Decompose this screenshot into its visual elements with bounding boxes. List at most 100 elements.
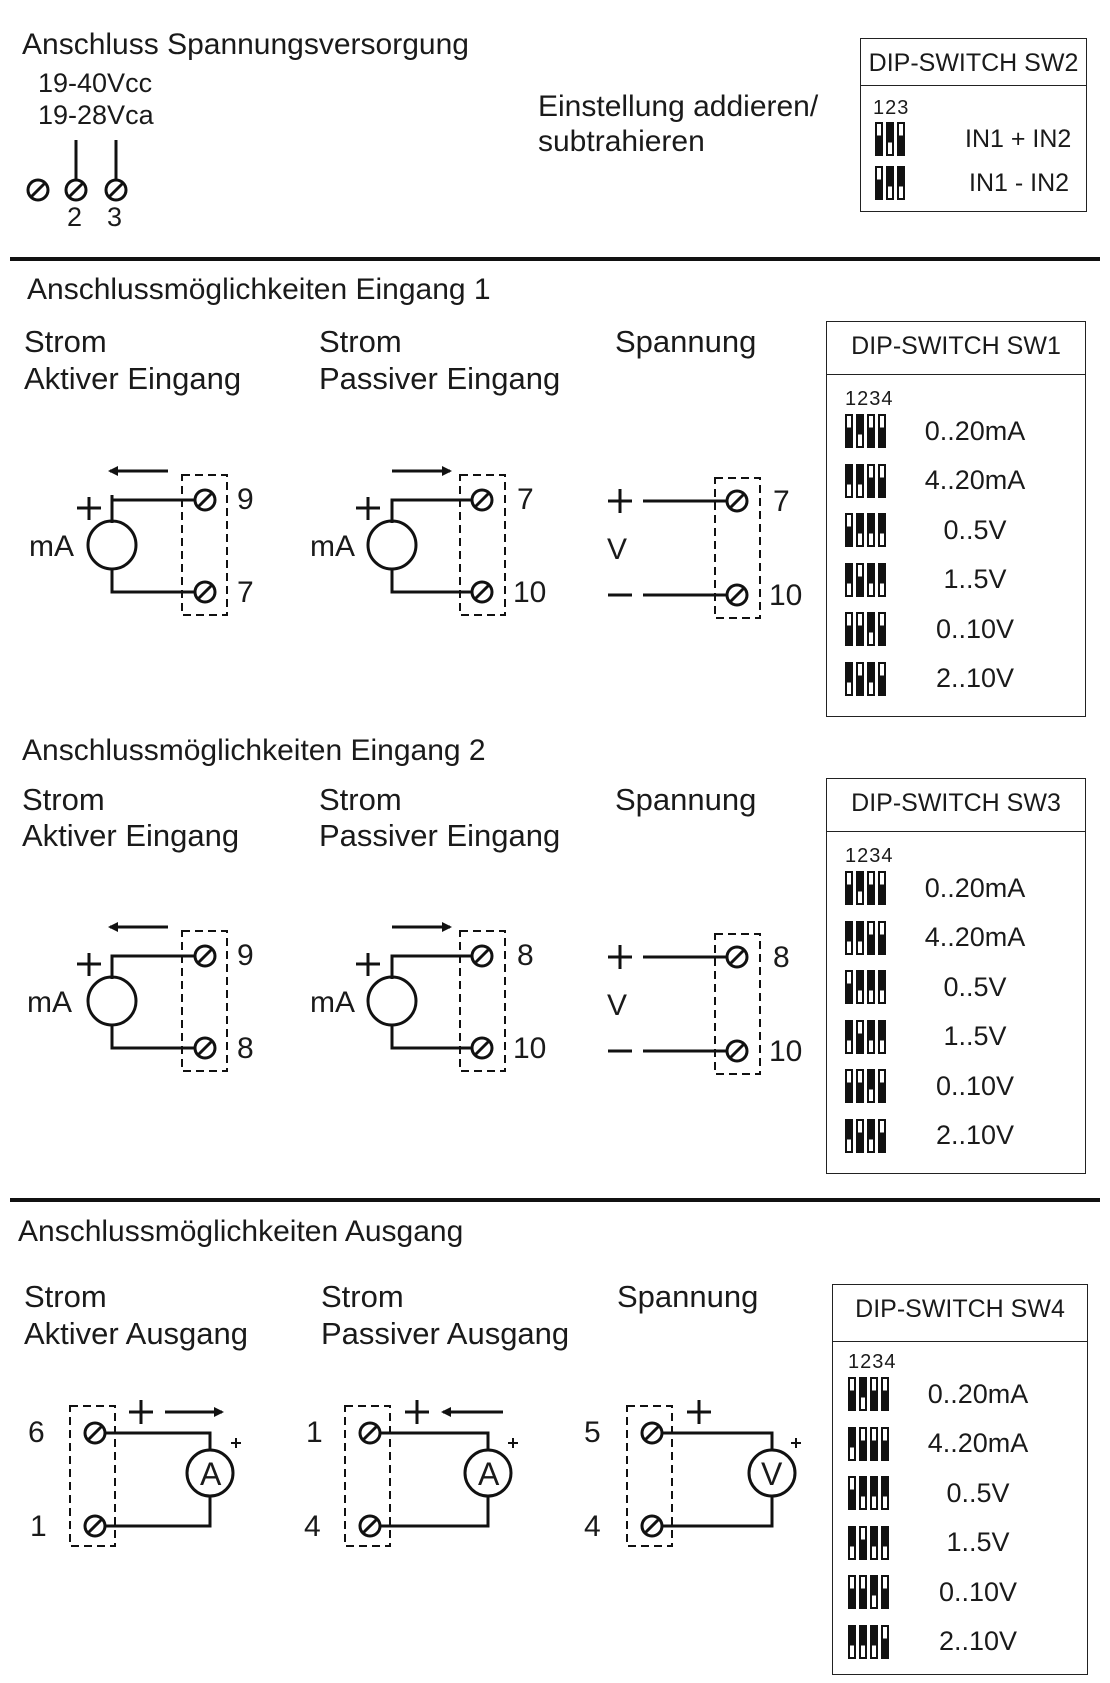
sw1-label-1: 4..20mA (924, 465, 1026, 495)
dip-lever-4 (878, 562, 886, 597)
in1-col3-line1: Spannung (615, 324, 757, 359)
sw3-switch-0 (845, 871, 886, 905)
dip-lever-1 (875, 166, 883, 200)
sw1-row-1: 4..20mA (845, 463, 1040, 498)
dip-lever-1 (848, 1426, 856, 1461)
sw1-label-5: 2..10V (935, 663, 1015, 693)
in2-voltage-terminal-top: 8 (773, 941, 790, 974)
in2-col1-line1: Strom (22, 782, 105, 817)
dip-lever-1 (845, 562, 853, 597)
dip-lever-2 (859, 1575, 867, 1609)
dip-lever-1 (845, 513, 853, 547)
out-col2-line1: Strom (321, 1279, 404, 1314)
sw4-switch-5 (848, 1624, 889, 1659)
dip-lever-1 (845, 1019, 853, 1054)
dip-lever-3 (867, 612, 875, 646)
sw1-title: DIP-SWITCH SW1 (851, 332, 1061, 360)
in1-col1-line1: Strom (24, 324, 107, 359)
sw1-label-3: 1..5V (943, 564, 1007, 594)
dip-lever-4 (881, 1525, 889, 1560)
dip-lever-3 (897, 166, 905, 200)
dip-lever-4 (878, 414, 886, 448)
dip-lever-2 (886, 166, 894, 200)
sw1-switch-numbers: 1234 (845, 388, 894, 410)
in1-col2-line1: Strom (319, 324, 402, 359)
in1-col2-line2: Passiver Eingang (319, 361, 561, 396)
sw4-label-2: 0..5V (946, 1477, 1010, 1508)
dip-lever-3 (867, 970, 875, 1004)
in1-active-meter-label: mA (29, 530, 74, 563)
sw3-switch-3 (845, 1019, 886, 1054)
dip-lever-2 (856, 463, 864, 498)
in1-voltage-circuit (608, 477, 761, 619)
out-active-circuit (69, 1400, 241, 1547)
dip-lever-1 (845, 414, 853, 448)
in2-col3-line1: Spannung (615, 782, 757, 817)
dip-lever-2 (856, 513, 864, 547)
in1-voltage-label: V (607, 533, 628, 566)
dip-lever-4 (881, 1575, 889, 1609)
supply-voltage-dc: 19-40Vcc (38, 68, 153, 98)
in2-voltage-circuit (608, 933, 761, 1075)
dip-lever-2 (856, 1069, 864, 1103)
dip-lever-2 (859, 1624, 867, 1659)
dip-lever-2 (856, 920, 864, 955)
dip-lever-3 (870, 1525, 878, 1560)
sw2-switch-sub (875, 166, 905, 200)
dip-lever-2 (856, 1019, 864, 1054)
dip-lever-1 (848, 1624, 856, 1659)
sw4-row-4: 0..10V (848, 1575, 1043, 1609)
sw3-switch-2 (845, 970, 886, 1004)
sw1-row-5: 2..10V (845, 661, 1040, 696)
sw4-switch-numbers: 1234 (848, 1351, 897, 1373)
sw4-label-1: 4..20mA (927, 1428, 1029, 1458)
out-col1-line1: Strom (24, 1279, 107, 1314)
sw3-label-3: 1..5V (943, 1021, 1007, 1051)
sw4-label-0: 0..20mA (927, 1378, 1029, 1409)
out-col2-line2: Passiver Ausgang (321, 1316, 570, 1351)
sw1-row-3: 1..5V (845, 562, 1040, 597)
dip-lever-3 (867, 1118, 875, 1153)
supply-title: Anschluss Spannungsversorgung (22, 28, 469, 61)
in1-active-circuit (77, 466, 228, 616)
sw4-row-5: 2..10V (848, 1624, 1043, 1659)
sw1-switch-1 (845, 463, 886, 498)
dip-lever-1 (875, 122, 883, 156)
sw4-label-5: 2..10V (938, 1626, 1018, 1656)
in2-passive-circuit (356, 922, 506, 1072)
dip-lever-2 (856, 871, 864, 905)
dip-switch-sw2-box: DIP-SWITCH SW2 123 IN1 + IN2 IN1 - IN2 (860, 38, 1087, 212)
dip-lever-3 (897, 122, 905, 156)
sw3-label-5: 2..10V (935, 1120, 1015, 1150)
out-col1-line2: Aktiver Ausgang (24, 1316, 249, 1351)
sw1-switch-3 (845, 562, 886, 597)
out-active-terminal-top: 6 (28, 1416, 45, 1449)
sw3-row-3: 1..5V (845, 1019, 1040, 1054)
dip-lever-3 (867, 1069, 875, 1103)
dip-lever-3 (867, 871, 875, 905)
in1-passive-meter-label: mA (310, 530, 355, 563)
divider-1 (10, 257, 1100, 261)
dip-lever-3 (867, 414, 875, 448)
sw1-label-2: 0..5V (943, 514, 1007, 545)
in2-active-circuit (77, 922, 228, 1072)
sw2-title: DIP-SWITCH SW2 (868, 49, 1079, 77)
sw4-label-4: 0..10V (938, 1576, 1018, 1607)
dip-lever-4 (881, 1624, 889, 1659)
sw3-title: DIP-SWITCH SW3 (851, 789, 1061, 817)
dip-lever-4 (878, 970, 886, 1004)
in1-voltage-terminal-bottom: 10 (769, 579, 803, 612)
sw4-row-1: 4..20mA (848, 1426, 1043, 1461)
sw4-switch-1 (848, 1426, 889, 1461)
in1-voltage-terminal-top: 7 (773, 485, 790, 518)
sw4-title: DIP-SWITCH SW4 (855, 1295, 1065, 1323)
in2-passive-terminal-bottom: 10 (513, 1032, 547, 1065)
in2-active-terminal-bottom: 8 (237, 1032, 254, 1065)
dip-lever-3 (870, 1575, 878, 1609)
sw1-row-2: 0..5V (845, 513, 1040, 547)
in2-col2-line1: Strom (319, 782, 402, 817)
sw3-switch-1 (845, 920, 886, 955)
out-voltage-terminal-bottom: 4 (584, 1510, 601, 1543)
sw4-switch-2 (848, 1476, 889, 1510)
